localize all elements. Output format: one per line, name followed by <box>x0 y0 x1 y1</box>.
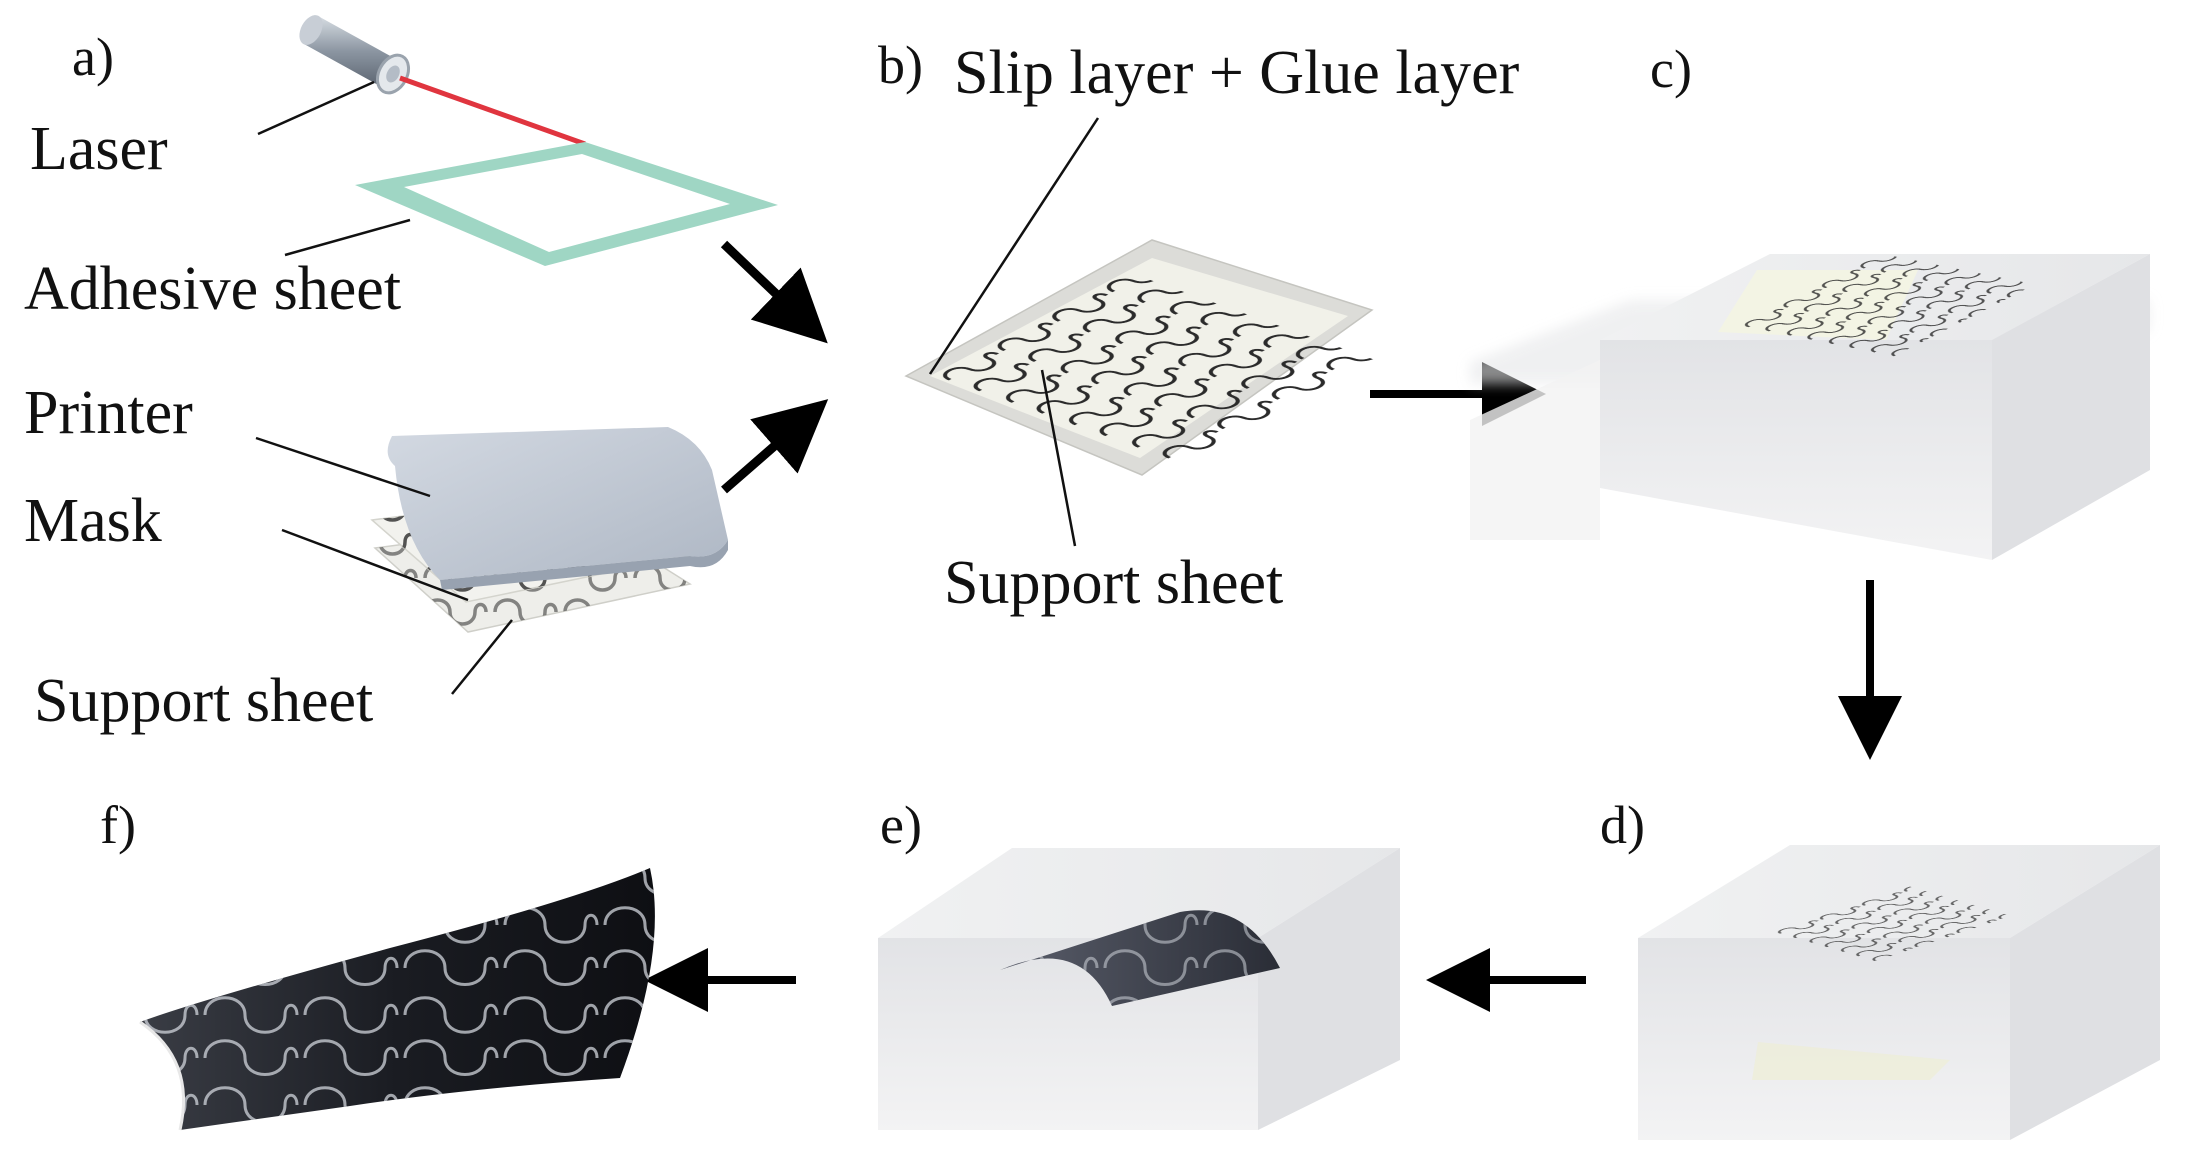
label-adhesive-sheet: Adhesive sheet <box>24 255 402 323</box>
arrow-adhesive-to-b <box>720 240 828 344</box>
panel-label-e: e) <box>880 795 922 855</box>
leader-mask <box>281 528 469 602</box>
label-support-sheet-b: Support sheet <box>944 549 1284 617</box>
label-printer: Printer <box>24 379 193 447</box>
arrow-printer-to-b <box>721 399 829 494</box>
label-support-sheet-a: Support sheet <box>34 667 374 735</box>
label-laser: Laser <box>30 115 168 183</box>
leader-laser <box>257 80 375 136</box>
leader-slip-glue <box>928 117 1100 375</box>
panel-label-c: c) <box>1650 39 1692 99</box>
adhesive-sheet-frame <box>355 142 778 266</box>
leader-support-b <box>1040 369 1077 547</box>
panel-label-f: f) <box>100 795 136 855</box>
label-mask: Mask <box>24 487 162 555</box>
final-dark-film <box>139 868 655 1131</box>
printed-circuit-sheet <box>904 239 1378 476</box>
label-slip-glue-layer: Slip layer + Glue layer <box>954 39 1520 107</box>
leader-support-a <box>451 619 513 695</box>
laser-beam <box>399 75 586 147</box>
panel-label-a: a) <box>72 27 114 87</box>
laser-device <box>299 15 411 95</box>
leader-adhesive <box>284 218 411 257</box>
elastomer-block-d <box>1638 845 2160 1140</box>
elastomer-block-e <box>878 848 1400 1130</box>
leader-printer <box>255 436 431 498</box>
panel-label-d: d) <box>1600 795 1645 855</box>
printer-block <box>387 427 728 590</box>
panel-label-b: b) <box>878 35 923 95</box>
elastomer-block-c <box>1470 253 2150 560</box>
